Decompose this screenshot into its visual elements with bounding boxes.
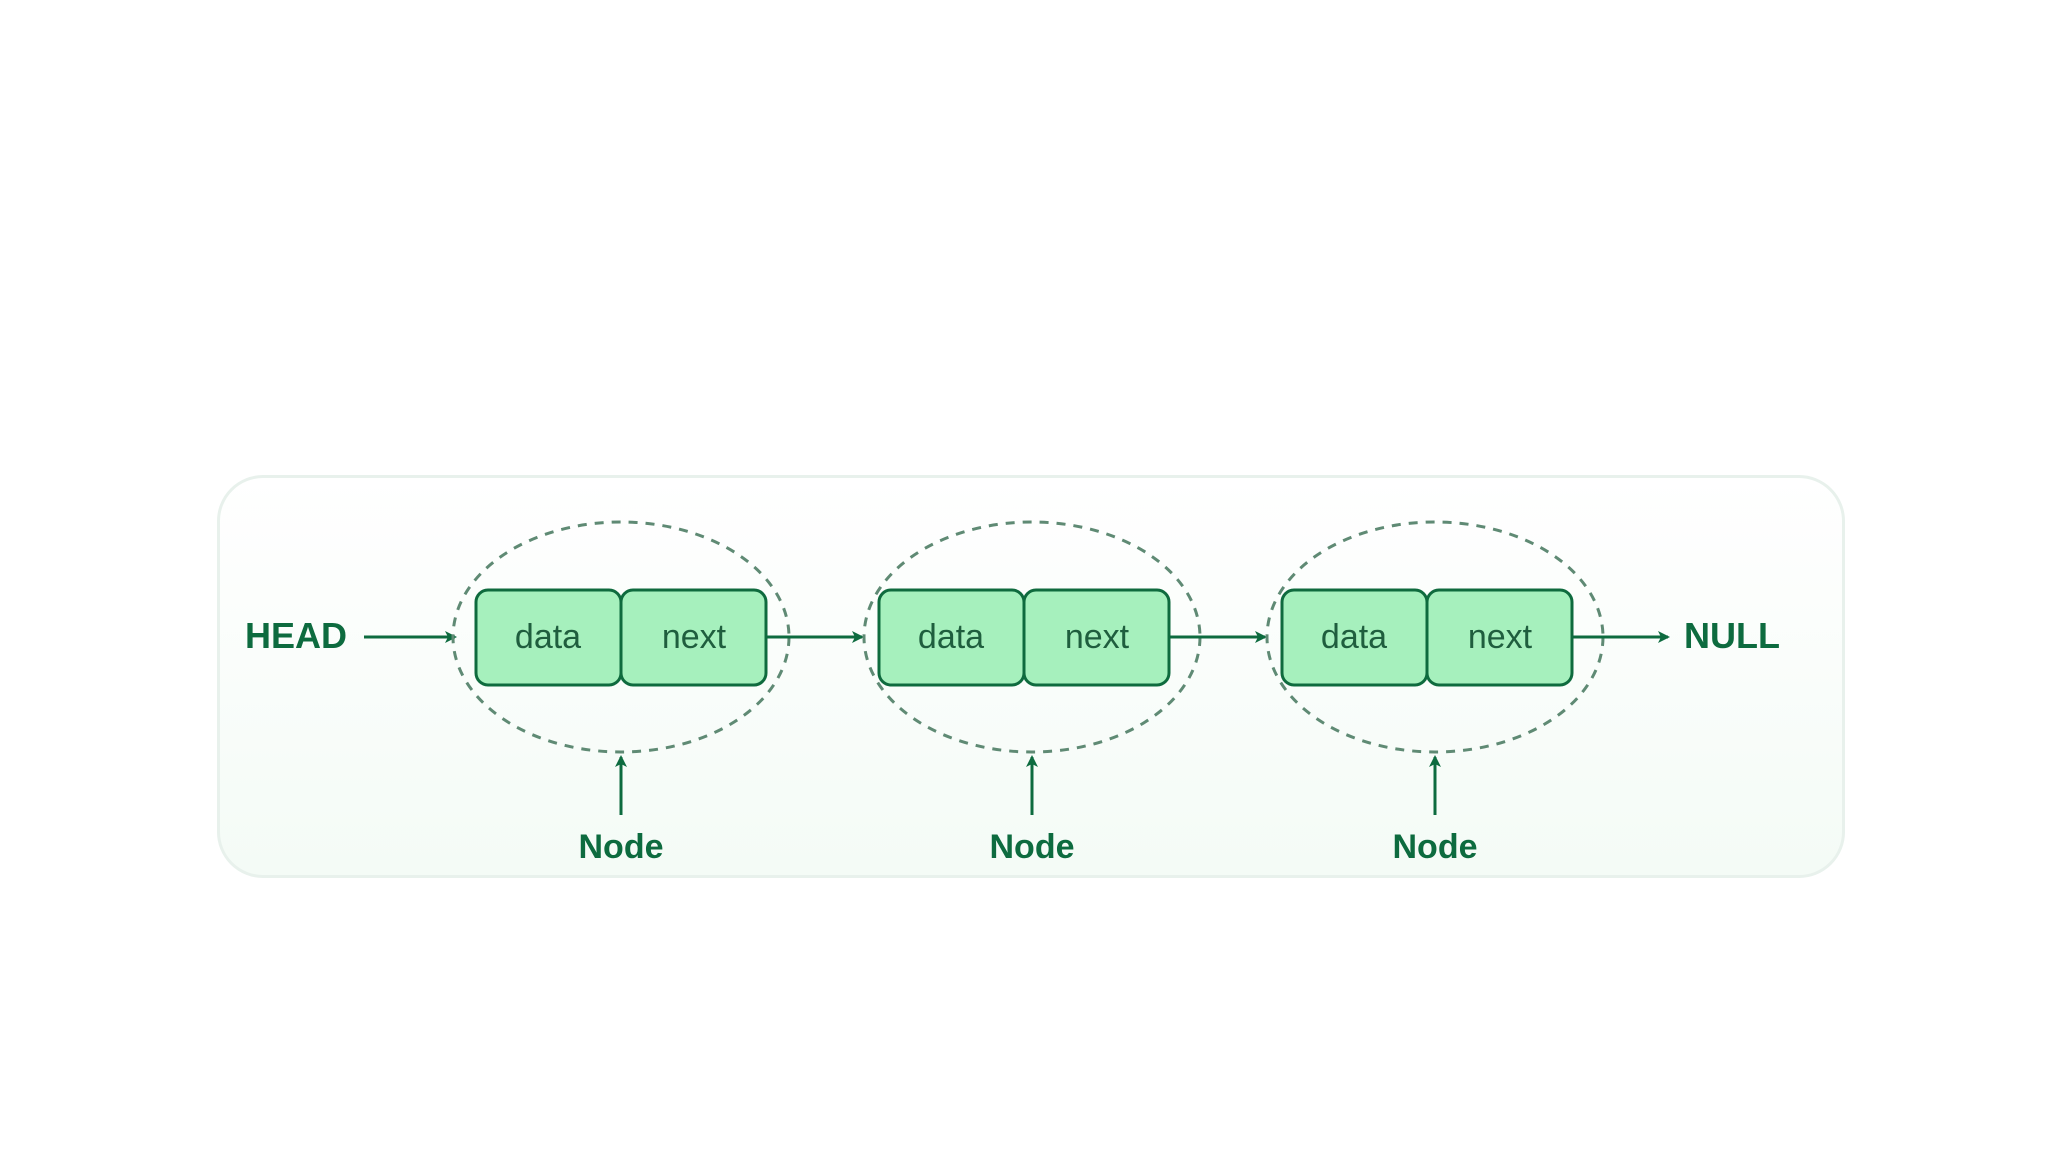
null-label: NULL xyxy=(1684,615,1780,656)
node-1-caption: Node xyxy=(579,828,664,866)
node-2-caption: Node xyxy=(990,828,1075,866)
node-1-next-label: next xyxy=(662,618,727,656)
node-2-data-label: data xyxy=(918,618,984,656)
node-3: data next Node xyxy=(1265,520,1605,866)
head-label: HEAD xyxy=(245,615,347,656)
node-2: data next Node xyxy=(862,520,1202,866)
node-2-next-label: next xyxy=(1065,618,1130,656)
node-1-data-label: data xyxy=(515,618,581,656)
node-3-caption: Node xyxy=(1393,828,1478,866)
node-1: data next Node xyxy=(451,520,791,866)
node-3-data-label: data xyxy=(1321,618,1387,656)
node-3-next-label: next xyxy=(1468,618,1533,656)
